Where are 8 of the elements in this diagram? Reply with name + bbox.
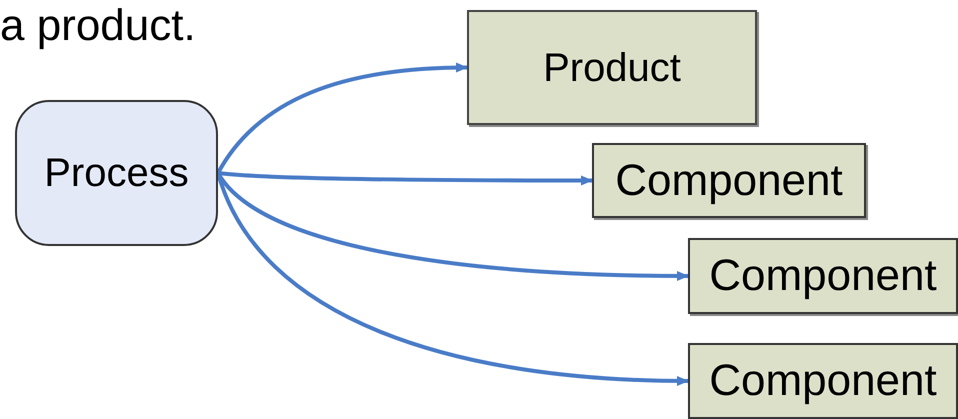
- product-box: Product: [467, 10, 757, 125]
- process-box: Process: [15, 100, 218, 246]
- component-box: Component: [688, 343, 958, 419]
- arrow: [216, 62, 468, 174]
- arrow: [218, 171, 593, 186]
- caption-text: a product.: [0, 0, 196, 52]
- component-box: Component: [688, 238, 958, 314]
- component-box: Component: [592, 143, 866, 218]
